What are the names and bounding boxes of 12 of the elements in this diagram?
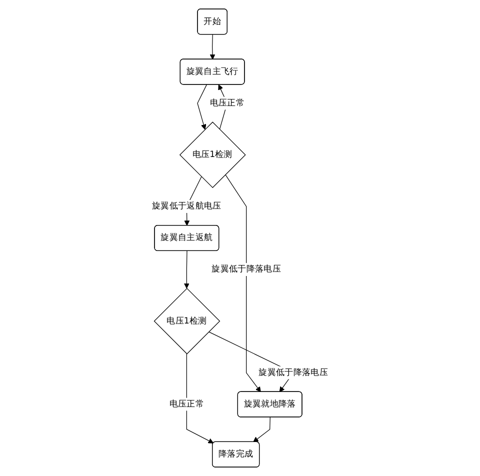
arrow	[225, 174, 261, 392]
arrow	[210, 34, 216, 60]
edge-label: 旋翼低于降落电压	[212, 264, 281, 274]
node-diamond: 电压1检测	[179, 122, 246, 188]
arrow	[253, 416, 270, 442]
node-diamond: 电压1检测	[154, 288, 220, 354]
edge-label: 电压正常	[169, 399, 204, 409]
edge-label: 电压正常	[210, 98, 244, 108]
arrow	[197, 84, 207, 130]
arrow	[184, 250, 190, 289]
edge-label: 旋翼低于返航电压	[152, 201, 222, 212]
edge-label: 旋翼低于降落电压	[258, 368, 328, 378]
